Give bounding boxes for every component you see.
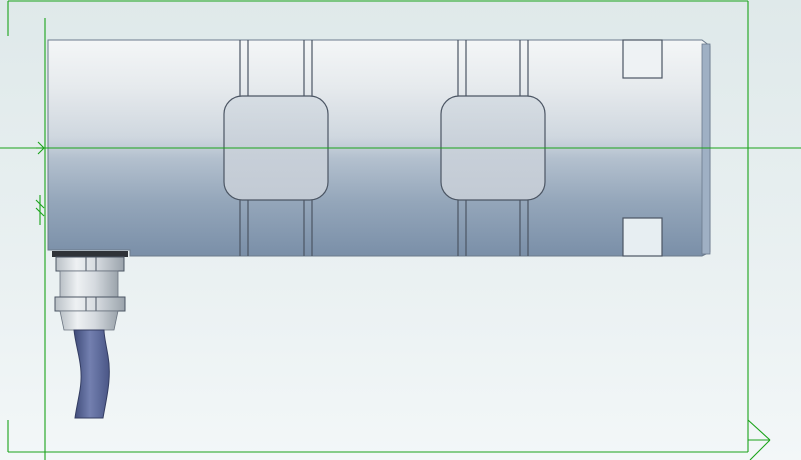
end-notch-top xyxy=(622,39,663,79)
end-notch-bottom xyxy=(622,217,663,257)
cable-gland[interactable] xyxy=(52,251,128,331)
cable[interactable] xyxy=(73,329,110,419)
